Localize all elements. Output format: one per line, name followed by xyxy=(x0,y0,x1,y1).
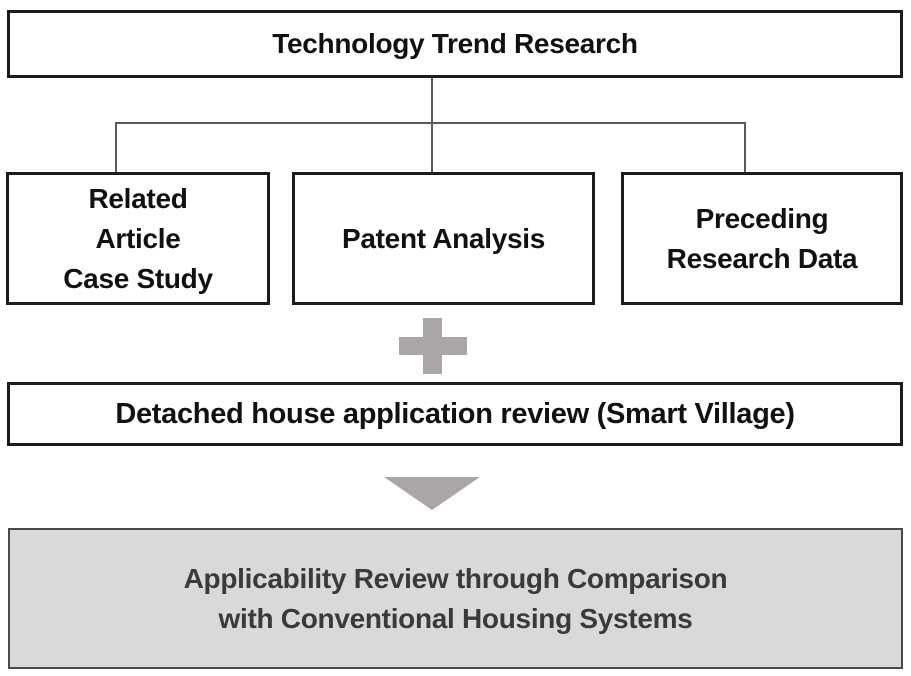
connector-center-vertical xyxy=(431,78,433,173)
connector-horizontal xyxy=(115,122,746,124)
branch-box-patent-analysis: Patent Analysis xyxy=(292,172,595,305)
connector-left-vertical xyxy=(115,124,117,172)
branch-label-line: Case Study xyxy=(63,262,213,294)
branch-label-line: Research Data xyxy=(666,242,858,274)
result-box-line: with Conventional Housing Systems xyxy=(218,602,693,634)
connector-right-vertical xyxy=(744,124,746,172)
top-box-label: Technology Trend Research xyxy=(272,28,638,59)
branch-label-line: Patent Analysis xyxy=(342,222,545,254)
plus-icon-vertical-bar xyxy=(423,318,442,374)
branch-label-line: Related xyxy=(88,182,188,214)
branch-label-line: Article xyxy=(95,222,181,254)
top-box-technology-trend-research: Technology Trend Research xyxy=(7,10,903,78)
branch-box-preceding-research-data: Preceding Research Data xyxy=(621,172,903,305)
result-box-applicability-review: Applicability Review through Comparison … xyxy=(8,528,903,669)
branch-box-related-article-case-study: Related Article Case Study xyxy=(6,172,270,305)
result-box-line: Applicability Review through Comparison xyxy=(183,562,728,594)
down-arrow-icon xyxy=(384,477,480,510)
review-box-label: Detached house application review (Smart… xyxy=(115,397,795,430)
plus-icon xyxy=(399,318,467,374)
review-box-detached-house-application: Detached house application review (Smart… xyxy=(7,382,903,446)
branch-label-line: Preceding xyxy=(695,202,829,234)
